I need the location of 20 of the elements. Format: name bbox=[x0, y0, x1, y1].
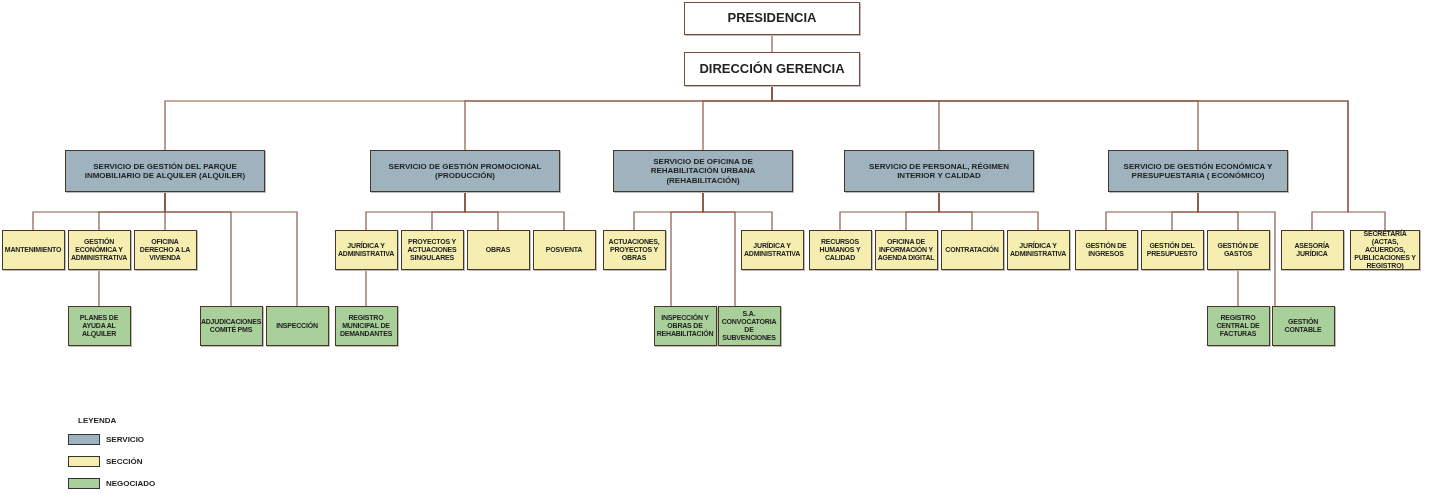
service-box: SERVICIO DE OFICINA DE REHABILITACIÓN URBANA (REHABILITACIÓN) bbox=[613, 150, 793, 192]
header-box: DIRECCIÓN GERENCIA bbox=[684, 52, 860, 86]
connector-line bbox=[1197, 191, 1276, 307]
legend-label: NEGOCIADO bbox=[106, 479, 156, 488]
service-box: SERVICIO DE GESTIÓN PROMOCIONAL (PRODUCCIÓN) bbox=[370, 150, 560, 192]
connector-line bbox=[464, 191, 565, 231]
connector-line bbox=[98, 269, 100, 307]
connector-line bbox=[702, 191, 773, 231]
legend-label: SERVICIO bbox=[106, 435, 145, 444]
service-box: SERVICIO DE GESTIÓN DEL PARQUE INMOBILIARIO DE ALQUILER (ALQUILER) bbox=[65, 150, 265, 192]
service-box: SERVICIO DE GESTIÓN ECONÓMICA Y PRESUPUESTARIA ( ECONÓMICO) bbox=[1108, 150, 1288, 192]
header-box: PRESIDENCIA bbox=[684, 2, 860, 35]
legend-title: LEYENDA bbox=[78, 416, 117, 425]
legend-label: SECCIÓN bbox=[106, 457, 143, 466]
connector-line bbox=[938, 191, 1039, 231]
connector-line bbox=[1237, 269, 1239, 307]
connector-line bbox=[164, 191, 298, 307]
service-box: SERVICIO DE PERSONAL, RÉGIMEN INTERIOR Y CALIDAD bbox=[844, 150, 1034, 192]
connector-line bbox=[771, 34, 773, 53]
connector-line bbox=[365, 269, 367, 307]
